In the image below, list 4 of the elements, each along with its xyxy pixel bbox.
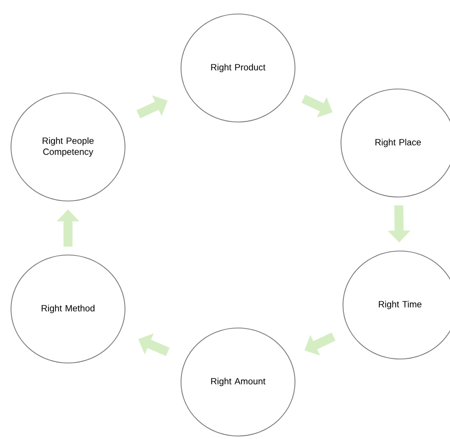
circle-node: Right Amount [180,328,296,436]
circle-node: Right People Competency [10,92,126,202]
circle-node: Right Product [180,14,296,122]
circle-node: Right Method [10,254,126,364]
